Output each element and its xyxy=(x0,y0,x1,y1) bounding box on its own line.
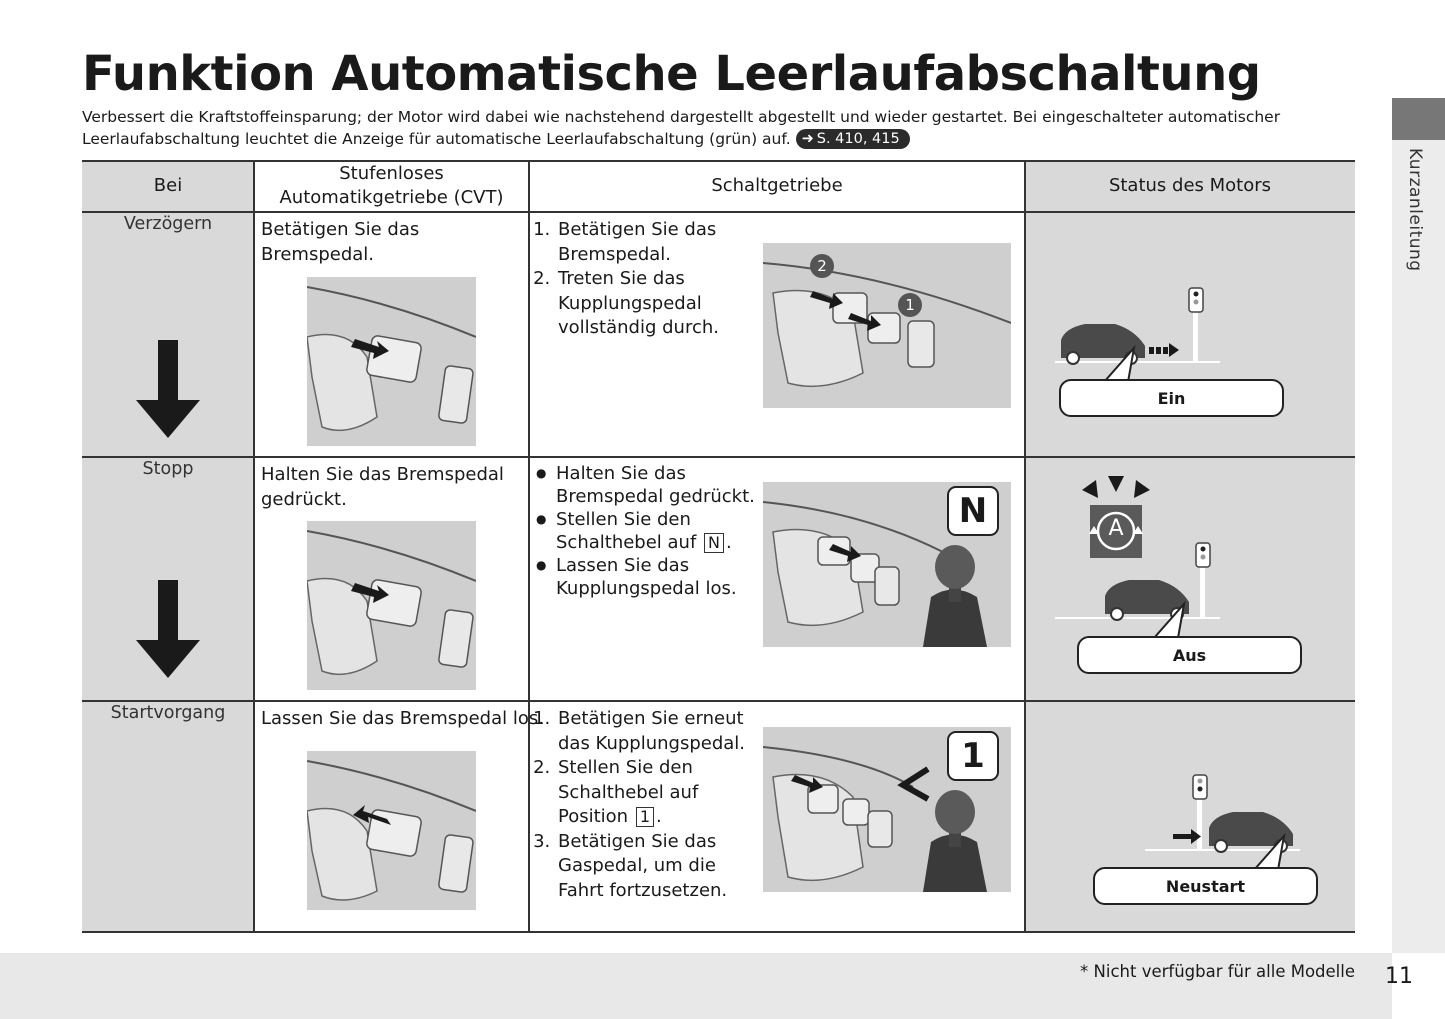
header-status-text: Status des Motors xyxy=(1108,175,1272,196)
callout-pointer xyxy=(1253,832,1286,870)
row-divider-2 xyxy=(82,700,1355,702)
column-divider-3 xyxy=(1024,160,1026,933)
down-arrow-icon xyxy=(136,340,200,438)
indicator-letter-a: A xyxy=(1108,516,1124,541)
page-reference-link[interactable]: ➜S. 410, 415 xyxy=(795,129,910,149)
brake-release-illustration xyxy=(307,751,476,910)
row-divider-1 xyxy=(82,456,1355,458)
header-cvt-line-2: Automatikgetriebe (CVT) xyxy=(279,187,504,208)
column-divider-2 xyxy=(528,160,530,933)
gear-lever-first-illustration: 1 xyxy=(763,727,1011,892)
bei-column-body xyxy=(82,212,254,932)
cvt-instruction-stopp: Halten Sie das Bremspedal gedrückt. xyxy=(261,464,504,510)
cvt-instruction-verzoegern: Betätigen Sie das Bremspedal. xyxy=(261,219,420,265)
arrow-right-icon: ➜ xyxy=(801,131,814,147)
row-label-startvorgang: Startvorgang xyxy=(110,703,226,723)
engine-status-aus: Aus xyxy=(1077,636,1302,674)
manual-step: Betätigen Sie erneut das Kupplungspedal. xyxy=(556,707,761,756)
header-bei: Bei xyxy=(82,160,254,212)
manual-bullet: Stellen Sie den Schalthebel auf N. xyxy=(536,508,761,554)
down-arrow-icon xyxy=(136,580,200,678)
header-bei-text: Bei xyxy=(153,175,183,196)
footnote: * Nicht verfügbar für alle Modelle xyxy=(1080,962,1355,981)
intro-text: Verbessert die Kraftstoffeinsparung; der… xyxy=(82,106,1357,150)
car-stopped-icon xyxy=(1055,542,1220,621)
step-badge-2: 2 xyxy=(810,254,834,278)
engine-status-neustart: Neustart xyxy=(1093,867,1318,905)
side-tab-strip xyxy=(1392,140,1445,953)
header-cvt-line-1: Stufenloses xyxy=(339,163,444,184)
header-manual: Schaltgetriebe xyxy=(529,160,1025,212)
header-bei-cell xyxy=(82,160,254,212)
manual-step-text: Stellen Sie den Schalthebel auf Position xyxy=(558,757,699,827)
footer-band xyxy=(0,953,1392,1019)
gear-key-1: 1 xyxy=(635,807,655,827)
gear-callout-1: 1 xyxy=(947,731,999,781)
brake-pedal-illustration xyxy=(307,277,476,446)
manual-steps-verzoegern: Betätigen Sie das Bremspedal. Treten Sie… xyxy=(536,218,751,341)
manual-step: Stellen Sie den Schalthebel auf Position… xyxy=(556,756,761,830)
cvt-instruction-startvorgang: Lassen Sie das Bremspedal los. xyxy=(261,708,544,729)
manual-bullet: Lassen Sie das Kupplungspedal los. xyxy=(536,554,761,600)
manual-bullet-text: Stellen Sie den Schalthebel auf xyxy=(556,509,697,553)
idle-stop-indicator-icon xyxy=(1082,476,1150,558)
table-bottom-border xyxy=(82,931,1355,933)
row-label-stopp: Stopp xyxy=(142,459,194,479)
callout-pointer xyxy=(1153,600,1186,638)
manual-steps-startvorgang: Betätigen Sie erneut das Kupplungspedal.… xyxy=(536,707,761,903)
row-label-verzoegern: Verzögern xyxy=(123,214,213,234)
manual-step: Betätigen Sie das Gaspedal, um die Fahrt… xyxy=(556,830,761,904)
header-status: Status des Motors xyxy=(1025,160,1355,212)
intro-line-2: Leerlaufabschaltung leuchtet die Anzeige… xyxy=(82,130,791,148)
gear-key-n: N xyxy=(704,533,725,553)
column-divider-1 xyxy=(253,160,255,933)
table-top-border xyxy=(82,160,1355,162)
header-cvt: Stufenloses Automatikgetriebe (CVT) xyxy=(254,160,529,212)
manual-bullet: Halten Sie das Bremspedal gedrückt. xyxy=(536,462,761,508)
gear-lever-neutral-illustration: N xyxy=(763,482,1011,647)
header-manual-text: Schaltgetriebe xyxy=(711,175,843,196)
intro-line-1: Verbessert die Kraftstoffeinsparung; der… xyxy=(82,108,1281,126)
brake-pedal-illustration xyxy=(307,521,476,690)
manual-step: Betätigen Sie das Bremspedal. xyxy=(556,218,751,267)
engine-status-ein: Ein xyxy=(1059,379,1284,417)
side-tab-marker xyxy=(1392,98,1445,140)
gear-callout-n: N xyxy=(947,486,999,536)
side-tab-label[interactable]: Kurzanleitung xyxy=(1405,148,1425,272)
clutch-brake-illustration: 2 1 xyxy=(763,243,1011,408)
manual-step: Treten Sie das Kupplungspedal vollständi… xyxy=(556,267,751,341)
table-header-border xyxy=(82,211,1355,213)
manual-bullets-stopp: Halten Sie das Bremspedal gedrückt. Stel… xyxy=(536,462,761,600)
callout-pointer xyxy=(1103,344,1136,382)
step-badge-1: 1 xyxy=(898,293,922,317)
page-reference-text: S. 410, 415 xyxy=(816,131,900,147)
page-title: Funktion Automatische Leerlaufabschaltun… xyxy=(82,46,1261,102)
page-number: 11 xyxy=(1385,964,1413,989)
header-status-cell xyxy=(1025,160,1355,212)
